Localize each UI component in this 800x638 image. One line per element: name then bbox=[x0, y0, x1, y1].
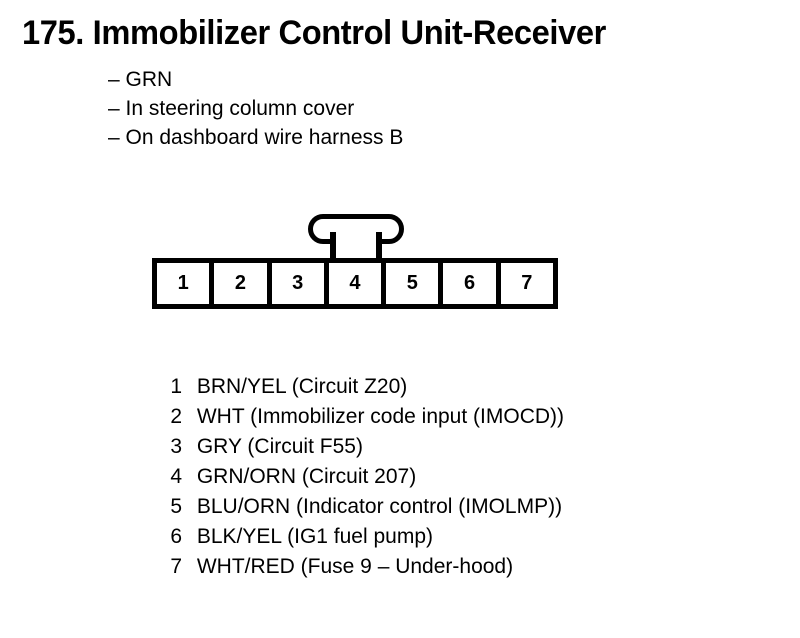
pin-legend-number-6: 6 bbox=[170, 525, 182, 548]
pin-legend-row-6: 6 BLK/YEL (IG1 fuel pump) bbox=[160, 522, 564, 552]
connector-pin-1: 1 bbox=[157, 263, 215, 304]
pin-legend-label-1: BRN/YEL (Circuit Z20) bbox=[196, 375, 408, 398]
pin-legend-label-5: BLU/ORN (Indicator control (IMOLMP)) bbox=[196, 495, 563, 518]
pin-legend-number-2: 2 bbox=[170, 405, 182, 428]
latch-leg-left bbox=[330, 232, 336, 262]
pin-legend-number-4: 4 bbox=[170, 465, 182, 488]
subtitle-line-location: – In steering column cover bbox=[108, 97, 355, 120]
latch-notch bbox=[330, 232, 382, 246]
subtitle-line-harness: – On dashboard wire harness B bbox=[108, 126, 404, 149]
pin-legend-label-4: GRN/ORN (Circuit 207) bbox=[196, 465, 417, 488]
page-title: 175. Immobilizer Control Unit-Receiver bbox=[22, 14, 606, 52]
pin-legend-row-3: 3 GRY (Circuit F55) bbox=[160, 432, 564, 462]
connector-pin-4: 4 bbox=[328, 263, 387, 304]
pin-legend-label-7: WHT/RED (Fuse 9 – Under-hood) bbox=[196, 555, 514, 578]
connector-pin-7: 7 bbox=[500, 263, 553, 304]
pin-legend-label-3: GRY (Circuit F55) bbox=[196, 435, 363, 458]
pin-legend-row-4: 4 GRN/ORN (Circuit 207) bbox=[160, 462, 564, 492]
connector-latch-tab bbox=[308, 214, 404, 262]
subtitle-list: – GRN – In steering column cover – On da… bbox=[108, 65, 403, 152]
connector-pin-3: 3 bbox=[271, 263, 329, 304]
connector-pin-2: 2 bbox=[214, 263, 272, 304]
pin-legend-list: 1 BRN/YEL (Circuit Z20) 2 WHT (Immobiliz… bbox=[160, 372, 564, 582]
latch-leg-right bbox=[376, 232, 382, 262]
pin-legend-label-2: WHT (Immobilizer code input (IMOCD)) bbox=[196, 405, 565, 428]
pin-legend-row-7: 7 WHT/RED (Fuse 9 – Under-hood) bbox=[160, 552, 564, 582]
pin-legend-label-6: BLK/YEL (IG1 fuel pump) bbox=[196, 525, 434, 548]
pin-legend-number-1: 1 bbox=[170, 375, 182, 398]
subtitle-line-color: – GRN bbox=[108, 68, 173, 91]
connector-pin-6: 6 bbox=[443, 263, 501, 304]
pin-legend-row-2: 2 WHT (Immobilizer code input (IMOCD)) bbox=[160, 402, 564, 432]
pin-legend-number-7: 7 bbox=[170, 555, 182, 578]
pin-legend-row-1: 1 BRN/YEL (Circuit Z20) bbox=[160, 372, 564, 402]
pin-legend-row-5: 5 BLU/ORN (Indicator control (IMOLMP)) bbox=[160, 492, 564, 522]
pin-legend-number-3: 3 bbox=[170, 435, 182, 458]
connector-pin-5: 5 bbox=[386, 263, 444, 304]
connector-pin-row: 1 2 3 4 5 6 7 bbox=[152, 258, 558, 309]
pin-legend-number-5: 5 bbox=[170, 495, 182, 518]
connector-diagram: 1 2 3 4 5 6 7 bbox=[152, 214, 558, 309]
